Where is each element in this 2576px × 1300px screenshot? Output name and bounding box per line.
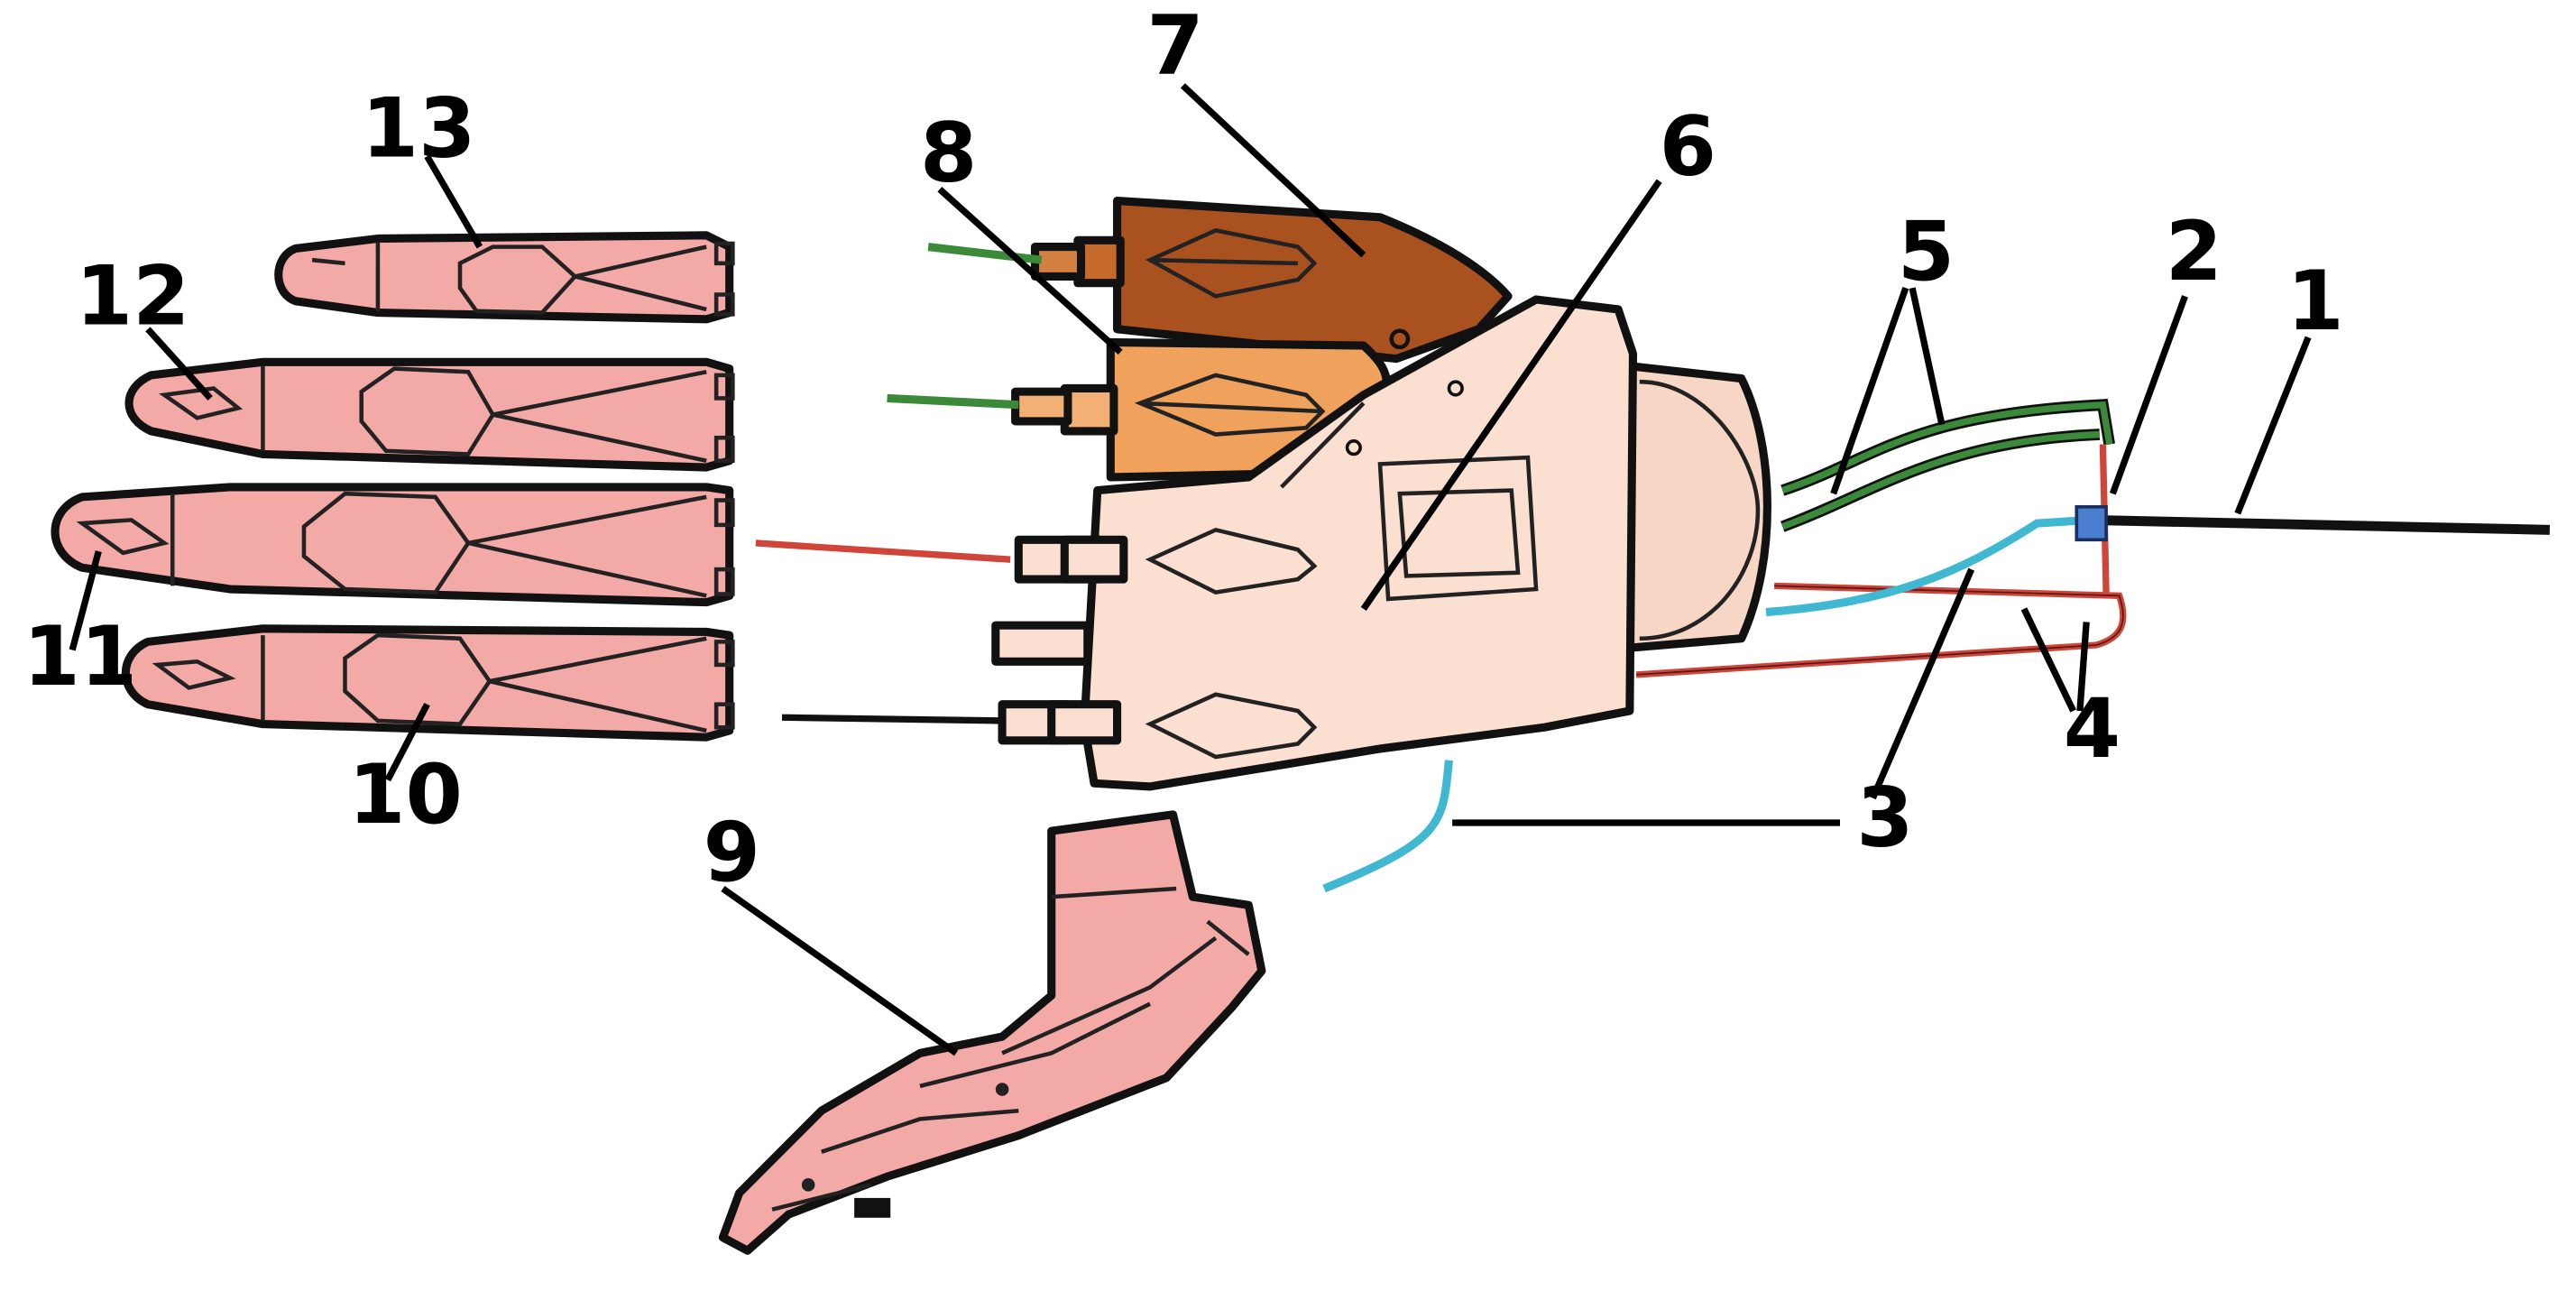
finger-11 — [51, 483, 735, 607]
callout-12: 12 — [76, 248, 190, 344]
callout-4: 4 — [2064, 681, 2121, 777]
finger-12 — [124, 357, 735, 472]
wires — [755, 243, 2550, 893]
leader-lines — [69, 83, 2312, 1056]
callout-13: 13 — [362, 80, 476, 176]
callout-10: 10 — [348, 747, 463, 843]
finger-10 — [121, 624, 735, 742]
thumb-part-9 — [718, 810, 1266, 1255]
motor-7 — [1030, 196, 1513, 364]
callout-11: 11 — [23, 609, 137, 705]
callout-3a: 3 — [1856, 770, 1913, 866]
callout-9: 9 — [704, 805, 760, 900]
callout-6: 6 — [1660, 98, 1716, 194]
callout-5: 5 — [1898, 204, 1955, 300]
callout-8: 8 — [920, 106, 977, 201]
finger-13 — [274, 231, 735, 324]
callout-labels: 1 2 3 3 4 5 6 7 8 9 10 11 12 13 — [23, 0, 2343, 900]
callout-1: 1 — [2286, 254, 2343, 349]
callout-7: 7 — [1146, 0, 1203, 94]
callout-2: 2 — [2166, 204, 2222, 300]
